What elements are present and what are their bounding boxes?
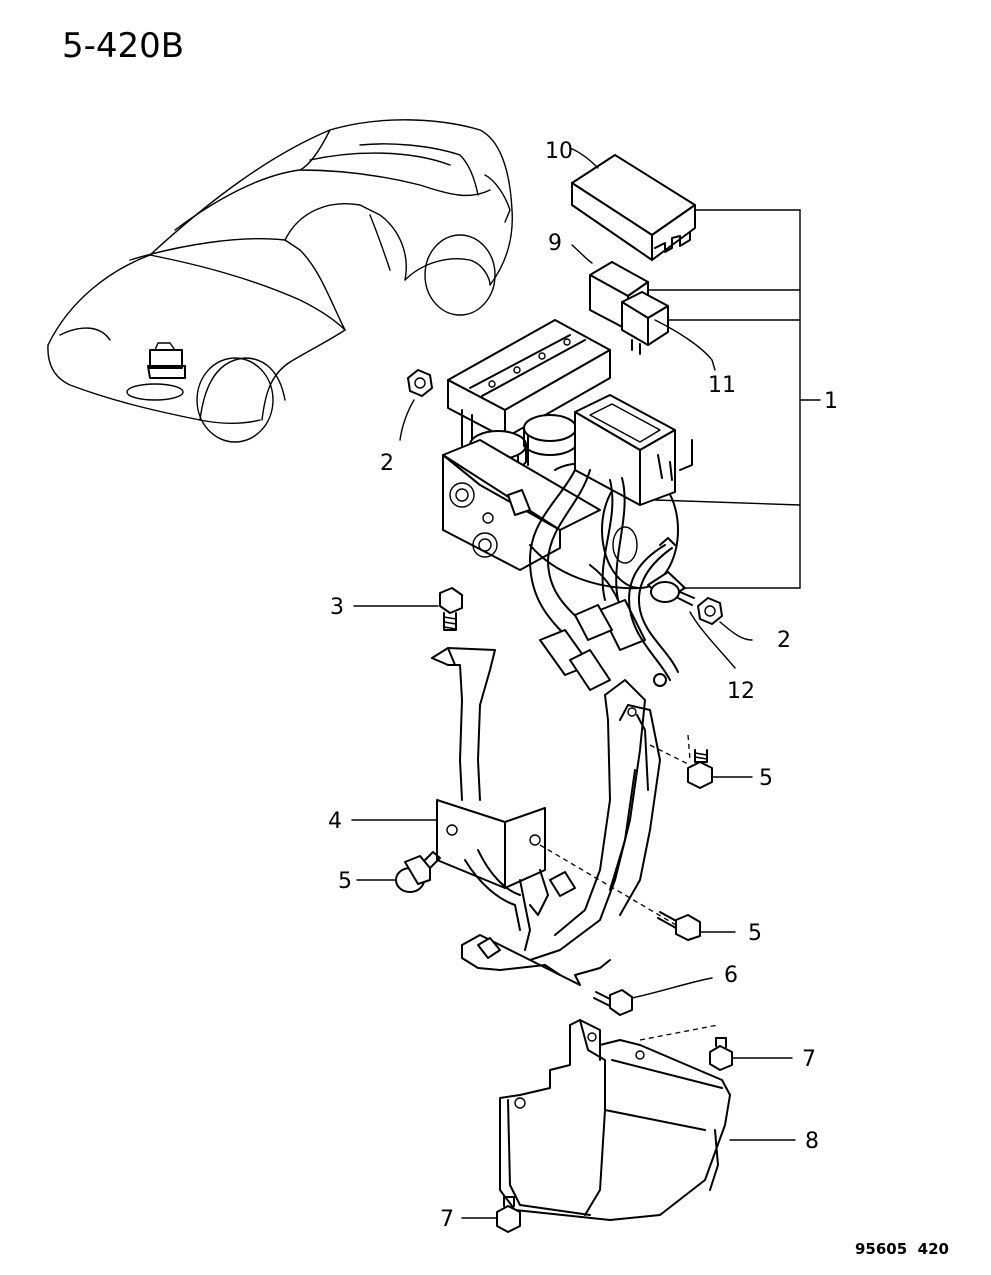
callout-5-left: 5 [338,869,352,894]
callout-5-top: 5 [759,766,773,791]
nut-7-right [709,1037,733,1071]
bolt-6 [593,989,633,1016]
callout-1: 1 [824,389,838,414]
bolt-5-top [687,749,713,789]
callout-3: 3 [330,595,344,620]
abs-control-unit [571,154,696,261]
assembly-guide-line [649,744,691,766]
assembly-guide-line [639,1024,719,1041]
callout-2-upper: 2 [380,451,394,476]
nut-2-lower [697,597,723,625]
callout-2-lower: 2 [777,628,791,653]
callout-4: 4 [328,809,342,834]
hydraulic-unit [442,319,695,691]
bolt-5-left [395,851,441,893]
callout-6: 6 [724,963,738,988]
car-locator-illustration [47,119,513,443]
leader-lines [351,147,821,1219]
nut-2-upper [407,369,433,397]
bolt-5-mid [657,911,701,941]
callout-12: 12 [727,679,755,704]
callout-7-bottom: 7 [440,1207,454,1232]
callout-11: 10 [545,139,573,164]
callout-5-mid: 5 [748,921,762,946]
callout-9: 9 [548,231,562,256]
callout-8: 8 [805,1129,819,1154]
diagram-title: 5-420B [62,26,184,66]
callout-7-right: 7 [802,1047,816,1072]
callout-labels: 10 9 11 1 2 3 2 12 5 4 5 5 6 7 8 7 [328,139,838,1232]
relay-10 [621,291,669,355]
assembly-guide-line [687,734,691,761]
bolt-3 [439,587,463,631]
lower-tray [499,1019,731,1221]
mounting-bracket [431,647,661,986]
footer-code: 95605 420 [855,1240,949,1258]
callout-10: 11 [708,373,736,398]
nut-7-bottom [496,1196,521,1233]
